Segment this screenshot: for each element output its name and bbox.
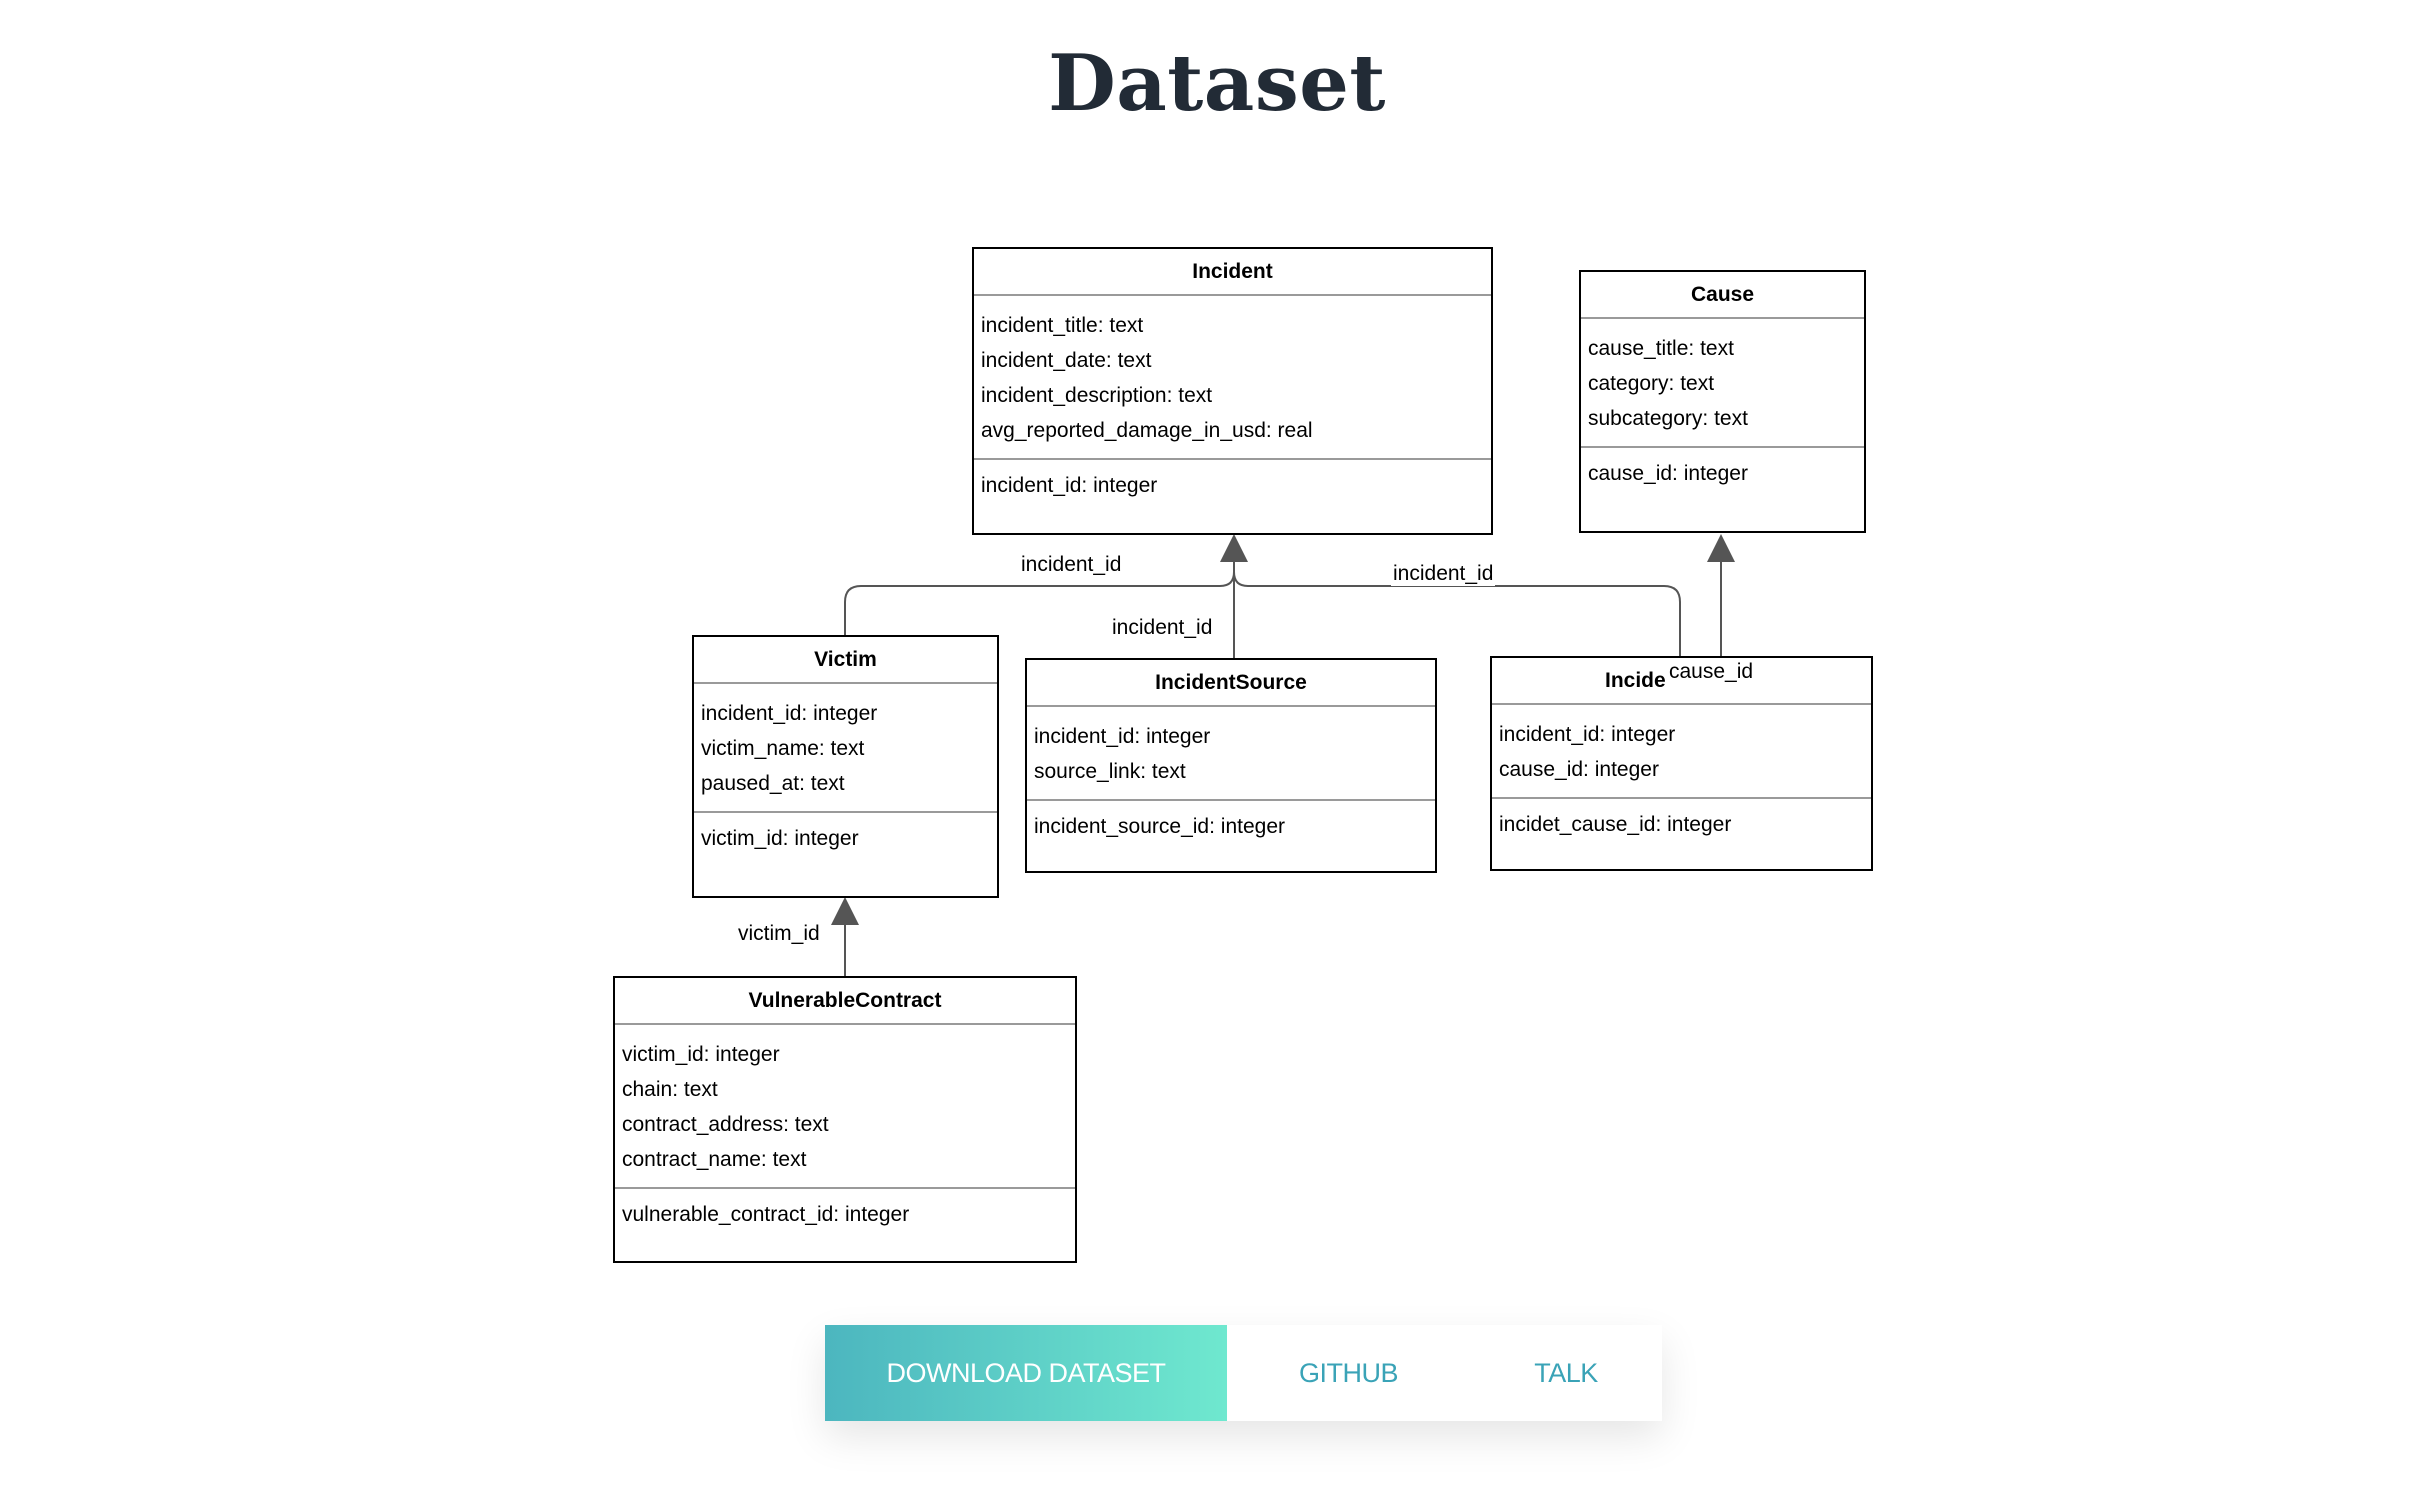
attribute: category: text (1588, 372, 1715, 395)
primary-key: incident_id: integer (981, 474, 1158, 497)
relation-label-victim-incident: incident_id (1019, 553, 1124, 577)
primary-key: incident_source_id: integer (1034, 815, 1285, 838)
attribute: incident_id: integer (701, 702, 878, 725)
attribute: cause_title: text (1588, 337, 1734, 360)
entity-name: IncidentSource (1027, 660, 1435, 707)
primary-key: incidet_cause_id: integer (1499, 813, 1732, 836)
github-button[interactable]: GITHUB (1235, 1325, 1462, 1421)
arrowhead-victim (831, 897, 859, 925)
entity-name: Victim (694, 637, 997, 684)
entity-name-text: Incide (1605, 669, 1666, 692)
relation-label-source-incident: incident_id (1110, 616, 1215, 640)
entity-attributes: incident_id: integer victim_name: text p… (694, 684, 997, 811)
entity-attributes: incident_title: text incident_date: text… (974, 296, 1491, 458)
attribute: victim_id: integer (622, 1043, 780, 1066)
attribute: victim_name: text (701, 737, 865, 760)
connector-incidentcause-incident (1233, 571, 1681, 656)
entity-attributes: incident_id: integer cause_id: integer (1492, 705, 1871, 797)
attribute: incident_description: text (981, 384, 1213, 407)
entity-keys: incidet_cause_id: integer (1492, 797, 1871, 842)
action-buttons: DOWNLOAD DATASET GITHUB TALK (825, 1325, 1662, 1421)
entity-incident: Incident incident_title: text incident_d… (972, 247, 1493, 535)
arrowhead-incident (1220, 534, 1248, 562)
entity-keys: incident_source_id: integer (1027, 799, 1435, 844)
attribute: incident_id: integer (1499, 723, 1676, 746)
relation-label-cause-incident: incident_id (1391, 562, 1496, 586)
attribute: incident_title: text (981, 314, 1144, 337)
entity-name: Incide (1492, 658, 1871, 705)
attribute: paused_at: text (701, 772, 845, 795)
attribute: cause_id: integer (1499, 758, 1659, 781)
talk-button[interactable]: TALK (1470, 1325, 1662, 1421)
entity-keys: victim_id: integer (694, 811, 997, 856)
entity-attributes: victim_id: integer chain: text contract_… (615, 1025, 1075, 1187)
entity-attributes: cause_title: text category: text subcate… (1581, 319, 1864, 446)
entity-incident-cause: Incide incident_id: integer cause_id: in… (1490, 656, 1873, 871)
entity-cause: Cause cause_title: text category: text s… (1579, 270, 1866, 533)
attribute: contract_name: text (622, 1148, 807, 1171)
entity-keys: cause_id: integer (1581, 446, 1864, 491)
entity-attributes: incident_id: integer source_link: text (1027, 707, 1435, 799)
entity-keys: incident_id: integer (974, 458, 1491, 503)
primary-key: vulnerable_contract_id: integer (622, 1203, 910, 1226)
relation-label-contract-victim: victim_id (736, 922, 822, 946)
entity-name: Incident (974, 249, 1491, 296)
entity-name: Cause (1581, 272, 1864, 319)
attribute: avg_reported_damage_in_usd: real (981, 419, 1313, 442)
attribute: incident_id: integer (1034, 725, 1211, 748)
entity-victim: Victim incident_id: integer victim_name:… (692, 635, 999, 898)
entity-keys: vulnerable_contract_id: integer (615, 1187, 1075, 1232)
attribute: subcategory: text (1588, 407, 1748, 430)
attribute: chain: text (622, 1078, 718, 1101)
attribute: contract_address: text (622, 1113, 829, 1136)
page-title: Dataset (1048, 38, 1386, 129)
attribute: source_link: text (1034, 760, 1186, 783)
primary-key: victim_id: integer (701, 827, 859, 850)
primary-key: cause_id: integer (1588, 462, 1748, 485)
download-dataset-button[interactable]: DOWNLOAD DATASET (825, 1325, 1227, 1421)
entity-vulnerable-contract: VulnerableContract victim_id: integer ch… (613, 976, 1077, 1263)
relation-label-incidentcause-cause: cause_id (1667, 660, 1756, 684)
entity-incident-source: IncidentSource incident_id: integer sour… (1025, 658, 1437, 873)
attribute: incident_date: text (981, 349, 1152, 372)
entity-name: VulnerableContract (615, 978, 1075, 1025)
arrowhead-cause (1707, 534, 1735, 562)
